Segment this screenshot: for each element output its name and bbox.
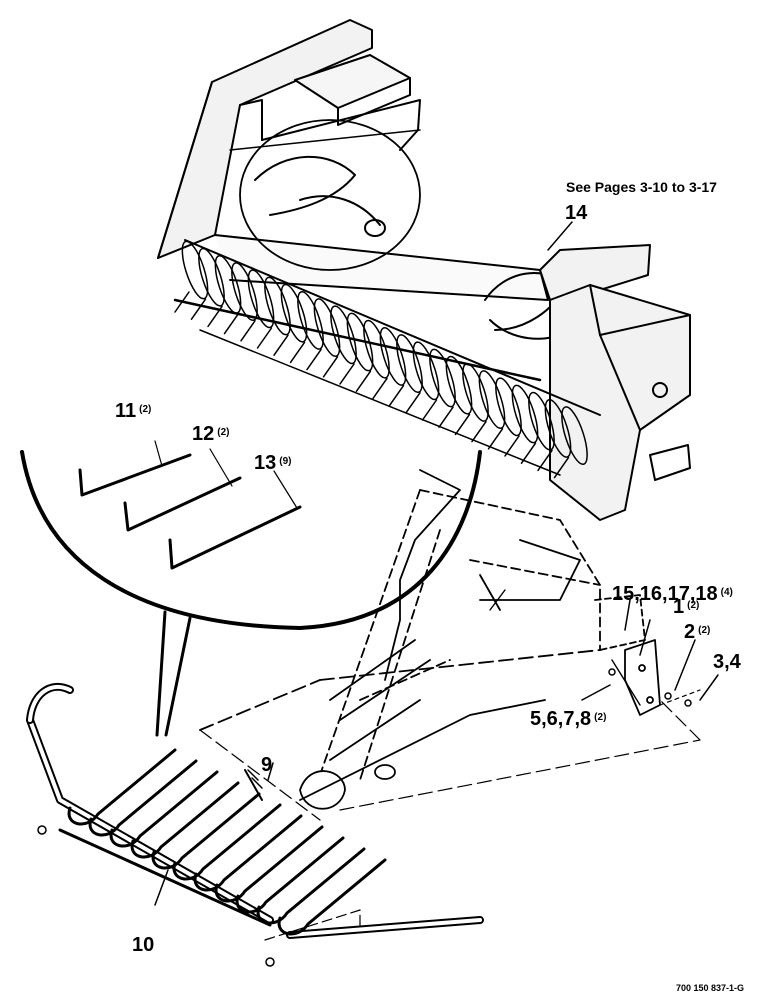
tine-tooth bbox=[355, 370, 372, 392]
callout-10: 10 bbox=[132, 934, 155, 956]
tine-ring bbox=[478, 370, 506, 430]
see-pages-note: See Pages 3-10 to 3-17 bbox=[566, 179, 717, 195]
tine-ring bbox=[231, 262, 258, 322]
tine-ring bbox=[313, 298, 341, 358]
tine-ring bbox=[544, 398, 572, 458]
tine-tooth bbox=[487, 428, 504, 450]
pickup-frame bbox=[299, 469, 646, 810]
tine-tooth bbox=[240, 320, 256, 342]
tine bbox=[67, 748, 177, 826]
tine-ring bbox=[247, 269, 275, 329]
tine-tooth bbox=[223, 312, 240, 335]
tine bbox=[214, 825, 324, 903]
tine-ring bbox=[495, 377, 522, 437]
tine-ring bbox=[396, 334, 423, 394]
tine bbox=[172, 803, 282, 881]
tine-ring bbox=[181, 240, 209, 300]
tine-tooth bbox=[306, 348, 322, 371]
tine bbox=[256, 847, 366, 925]
tine-ring bbox=[363, 319, 390, 379]
callout-14: 14 bbox=[565, 202, 588, 224]
tine-ring bbox=[462, 362, 489, 422]
pickup-frame-dashed bbox=[199, 489, 601, 781]
tine-bar-tines bbox=[67, 748, 387, 936]
tine bbox=[88, 759, 198, 837]
tine-tooth bbox=[520, 442, 537, 464]
tine-ring bbox=[264, 276, 291, 336]
mounting-bracket bbox=[479, 574, 701, 716]
tine-ring bbox=[528, 391, 555, 451]
tine-ring bbox=[330, 305, 357, 365]
tine-tooth bbox=[438, 406, 454, 428]
callout-1: 1(2) bbox=[673, 596, 700, 618]
tine-tooth bbox=[388, 384, 405, 407]
part-number: 700 150 837-1-G bbox=[676, 983, 745, 993]
detail-magnifier bbox=[20, 440, 482, 737]
tine-tooth bbox=[372, 377, 388, 400]
tine-tooth bbox=[537, 449, 553, 472]
tine-tooth bbox=[289, 341, 306, 364]
tine-ring bbox=[346, 312, 374, 372]
tine-ring bbox=[561, 406, 588, 466]
hardware-bolts bbox=[37, 668, 692, 967]
tine-tooth bbox=[405, 392, 421, 414]
callout-5-8: 5,6,7,8(2) bbox=[530, 708, 607, 730]
tine-ring bbox=[214, 254, 242, 314]
callout-3-4: 3,4 bbox=[713, 651, 741, 673]
tine-tooth bbox=[207, 305, 223, 328]
tine-tooth bbox=[174, 291, 190, 313]
tine-tooth bbox=[256, 327, 273, 349]
tine bbox=[109, 770, 219, 848]
tine-tooth bbox=[322, 356, 339, 378]
tine-ring bbox=[198, 247, 225, 307]
tine-ring bbox=[429, 348, 456, 408]
tine-ring bbox=[379, 326, 407, 386]
tine-tooth bbox=[553, 456, 570, 479]
callout-11: 11(2) bbox=[115, 400, 152, 422]
tine-ring bbox=[280, 283, 308, 343]
assembly-guide-line-lower bbox=[264, 909, 361, 941]
pickup-head-assembly bbox=[157, 19, 691, 521]
tine-tooth bbox=[504, 435, 520, 457]
callout-12: 12(2) bbox=[192, 423, 230, 445]
callout-15-18: 15,16,17,18(4) bbox=[612, 583, 733, 605]
tine-tooth bbox=[190, 298, 207, 320]
tine bbox=[235, 836, 345, 914]
tine-tooth bbox=[421, 399, 438, 421]
callout-2: 2(2) bbox=[684, 621, 711, 643]
tine bbox=[151, 792, 261, 870]
tine-ring bbox=[511, 384, 539, 444]
tine bbox=[277, 858, 387, 936]
tine-tooth bbox=[454, 413, 471, 436]
tine bbox=[193, 814, 303, 892]
tine-tooth bbox=[471, 420, 487, 443]
tine bbox=[130, 781, 240, 859]
tine-tooth bbox=[339, 363, 355, 385]
callout-leaders bbox=[154, 221, 719, 906]
callout-9: 9 bbox=[261, 754, 273, 776]
tine-tooth bbox=[273, 334, 289, 356]
assembly-guide-line bbox=[199, 699, 701, 821]
callout-13: 13(9) bbox=[254, 452, 292, 474]
pickup-tine-rings bbox=[174, 240, 588, 479]
tine-bar-assembly bbox=[26, 682, 484, 939]
tine-ring bbox=[412, 341, 440, 401]
tine-ring bbox=[297, 290, 324, 350]
tine-ring bbox=[445, 355, 473, 415]
